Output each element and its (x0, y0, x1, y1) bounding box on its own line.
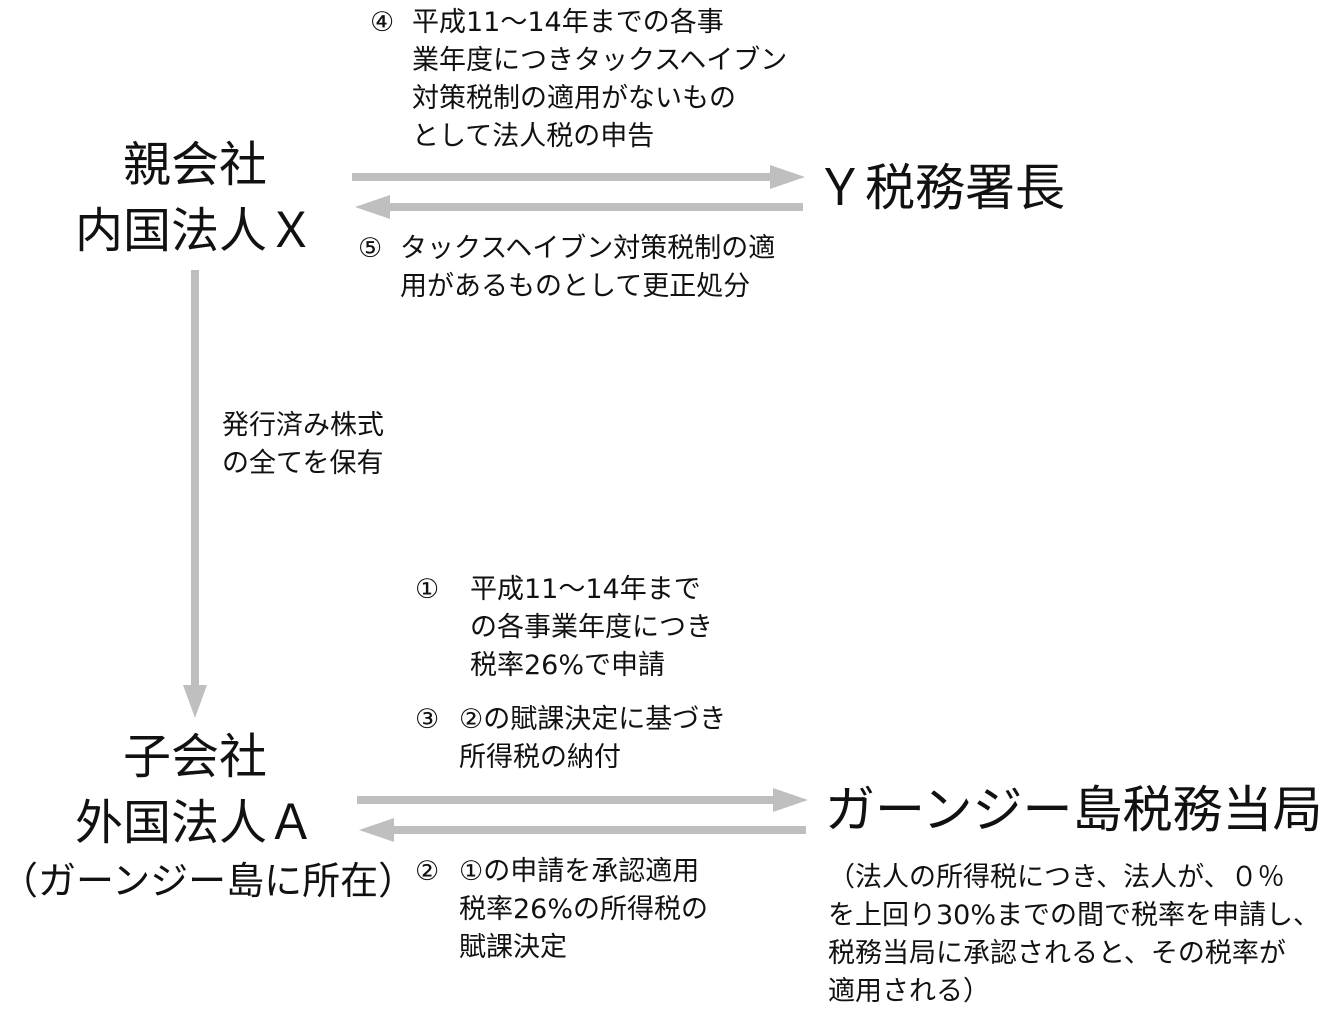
step4-line: 対策税制の適用がないもの (412, 83, 736, 114)
arrow-x-to-y (352, 165, 805, 189)
step1-line: 税率26%で申請 (470, 650, 666, 681)
step2: ② ①の申請を承認適用 税率26%の所得税の 賦課決定 (415, 853, 708, 967)
ownership-line: の全てを保有 (222, 448, 384, 479)
arrow-guernsey-to-a (359, 818, 806, 842)
step4-num: ④ (370, 7, 395, 38)
step4-line: 業年度につきタックスヘイブン (412, 45, 788, 76)
tax-office: Ｙ税務署長 (815, 159, 1065, 217)
step1-line: 平成11～14年まで (470, 574, 701, 605)
note-line: 税務当局に承認されると、その税率が (828, 938, 1286, 969)
tax-rate-note: （法人の所得税につき、法人が、０％ を上回り30%までの間で税率を申請し、 税務… (828, 859, 1320, 1011)
guernsey-tax-authority: ガーンジー島税務当局 (825, 781, 1323, 839)
step2-line: 賦課決定 (459, 932, 567, 963)
arrow-y-to-x (355, 195, 803, 219)
note-line: 適用される） (828, 976, 990, 1007)
step3: ③ ②の賦課決定に基づき 所得税の納付 (415, 701, 726, 777)
subsidiary-line3: （ガーンジー島に所在） (0, 859, 417, 903)
note-line: を上回り30%までの間で税率を申請し、 (828, 900, 1321, 931)
parent-line2: 内国法人Ｘ (74, 203, 315, 259)
subsidiary-line2: 外国法人Ａ (74, 795, 315, 851)
step2-line: ①の申請を承認適用 (459, 856, 700, 887)
step2-line: 税率26%の所得税の (459, 894, 709, 925)
step1-line: の各事業年度につき (470, 612, 713, 643)
subsidiary: 子会社 外国法人Ａ （ガーンジー島に所在） (0, 724, 417, 906)
parent-line1: 親会社 (122, 137, 267, 193)
ownership-label: 発行済み株式 の全てを保有 (222, 407, 384, 483)
arrow-x-to-a (183, 270, 207, 718)
step4-line: 平成11～14年までの各事 (412, 7, 724, 38)
ownership-line: 発行済み株式 (222, 410, 384, 441)
note-line: （法人の所得税につき、法人が、０％ (828, 862, 1285, 893)
step5-line: 用があるものとして更正処分 (400, 271, 751, 302)
step5-num: ⑤ (358, 233, 383, 264)
step2-num: ② (415, 856, 440, 887)
arrow-a-to-guernsey (357, 788, 808, 812)
subsidiary-line1: 子会社 (122, 729, 267, 785)
step3-num: ③ (415, 704, 440, 735)
step3-line: 所得税の納付 (459, 742, 621, 773)
step1: ① 平成11～14年まで の各事業年度につき 税率26%で申請 (415, 571, 713, 685)
parent-company: 親会社 内国法人Ｘ (45, 132, 345, 264)
step4-line: として法人税の申告 (412, 121, 655, 152)
step3-line: ②の賦課決定に基づき (459, 704, 727, 735)
step5: ⑤ タックスヘイブン対策税制の適 用があるものとして更正処分 (358, 230, 775, 306)
step5-line: タックスヘイブン対策税制の適 (400, 233, 776, 264)
step1-num: ① (415, 574, 440, 605)
step4: ④ 平成11～14年までの各事 業年度につきタックスヘイブン 対策税制の適用がな… (370, 4, 787, 156)
